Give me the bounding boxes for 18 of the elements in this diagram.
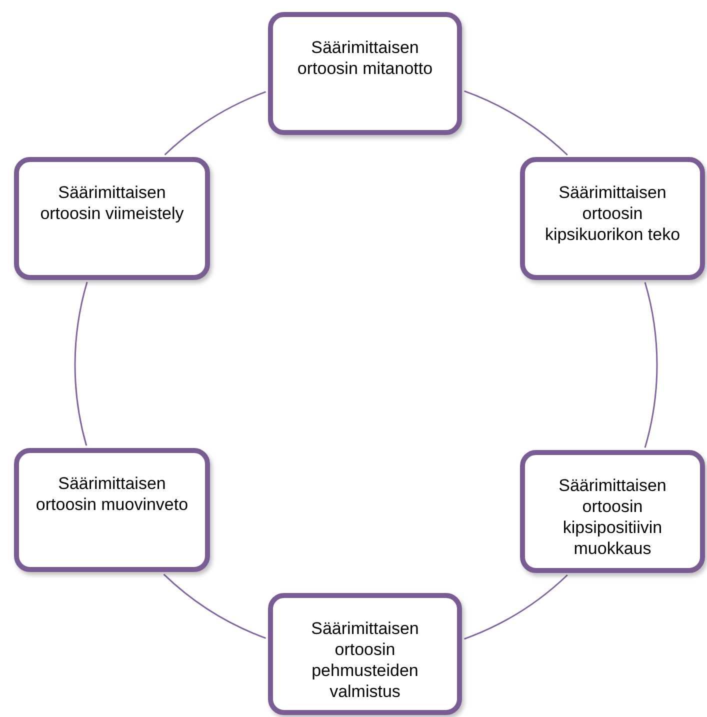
connector-arc: [163, 574, 266, 639]
process-box: [14, 448, 210, 572]
process-box: [14, 157, 210, 280]
process-box: [520, 450, 705, 573]
connector-arc: [74, 282, 88, 446]
connector-arc: [164, 91, 266, 156]
step-label: Säärimittaisen ortoosin pehmusteiden valmistus: [310, 618, 420, 702]
connector-arc: [464, 574, 568, 640]
step-label: Säärimittaisen ortoosin viimeistely: [39, 182, 185, 224]
connector-arc: [464, 90, 568, 156]
process-box: [268, 593, 462, 715]
process-box: [268, 12, 462, 135]
step-label: Säärimittaisen ortoosin kipsikuorikon teko: [544, 182, 682, 245]
connector-arc: [644, 282, 658, 448]
step-label: Säärimittaisen ortoosin mitanotto: [296, 37, 434, 79]
process-box: [520, 157, 705, 280]
step-label: Säärimittaisen ortoosin kipsipositiivin muokkaus: [558, 475, 668, 559]
step-label: Säärimittaisen ortoosin muovinveto: [34, 473, 190, 515]
